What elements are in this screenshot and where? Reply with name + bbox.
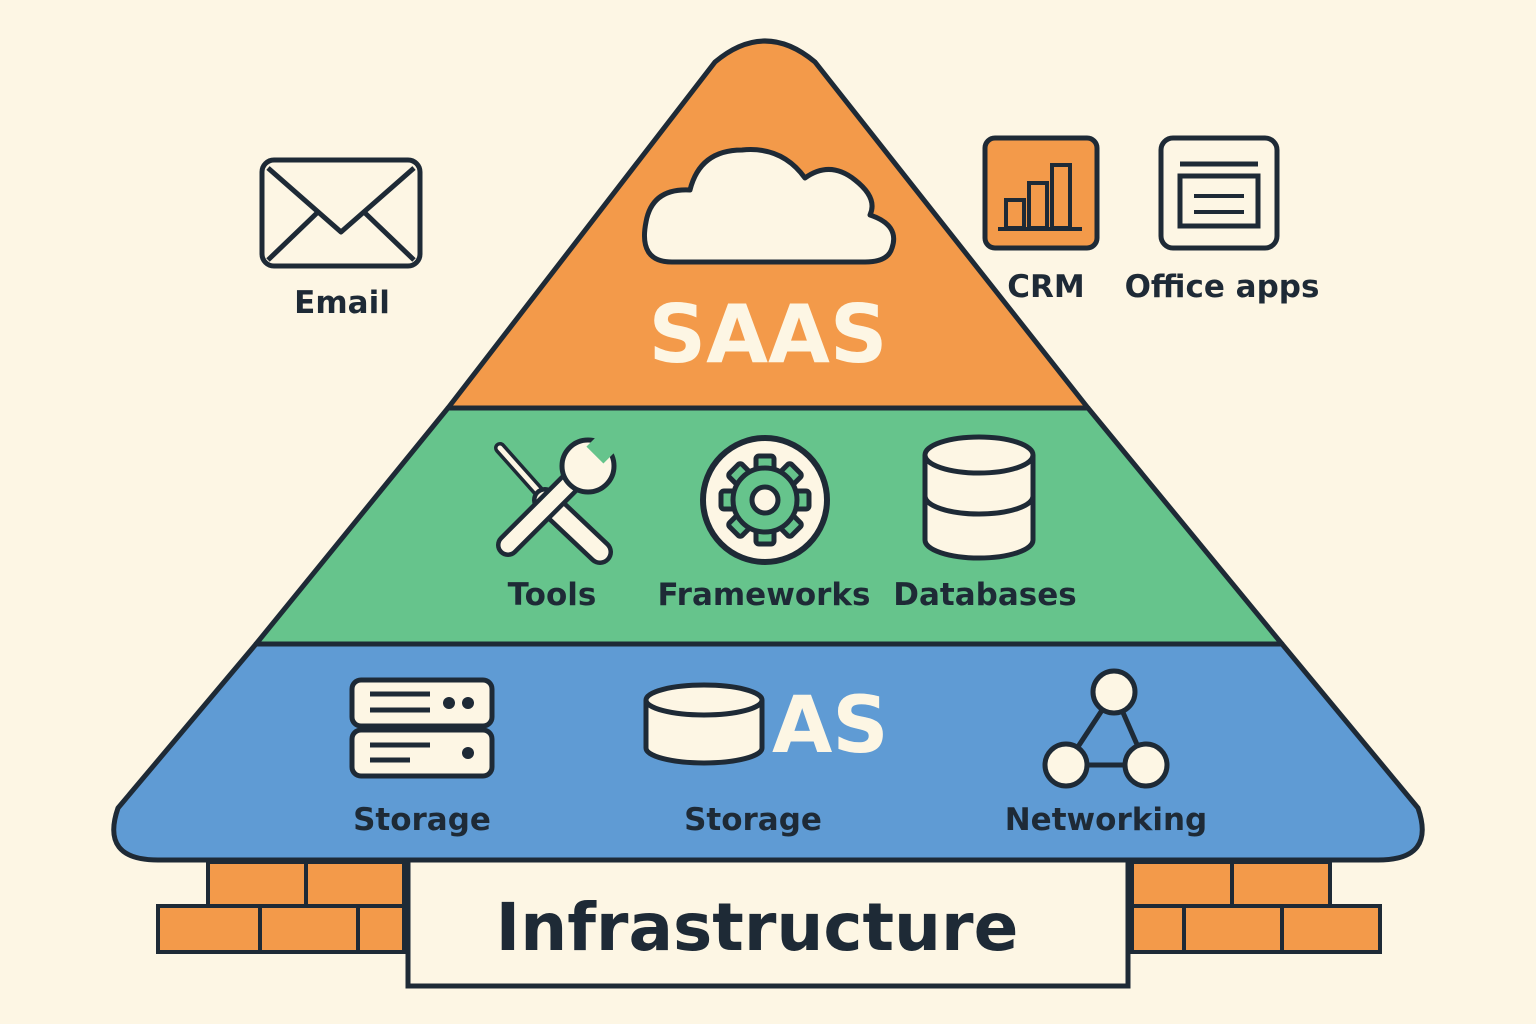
databases-label: Databases (893, 577, 1076, 613)
storage-label-center: Storage (684, 802, 822, 838)
network-icon (1042, 668, 1170, 789)
crm-label: CRM (1007, 269, 1084, 305)
envelope-icon (259, 157, 423, 269)
office-apps-label: Office apps (1125, 269, 1320, 305)
storage-label-left: Storage (353, 802, 491, 838)
infrastructure-base (405, 857, 1131, 989)
infrastructure-label: Infrastructure (496, 889, 1019, 966)
tools-label: Tools (508, 577, 597, 613)
storage-drum-icon (643, 682, 765, 766)
brick-wall-icon (1130, 860, 1382, 954)
cloud-icon (642, 147, 897, 265)
tools-icon (494, 432, 618, 565)
networking-label: Networking (1005, 802, 1208, 838)
frameworks-label: Frameworks (657, 577, 870, 613)
database-icon (922, 434, 1036, 561)
server-icon (349, 677, 495, 779)
iaas-title: AS (772, 681, 889, 771)
document-window-icon (1158, 135, 1280, 251)
saas-title: SAAS (648, 288, 887, 381)
brick-wall-icon (156, 860, 406, 954)
bar-chart-icon (982, 135, 1100, 251)
email-label: Email (294, 285, 390, 321)
gear-icon (700, 435, 830, 565)
